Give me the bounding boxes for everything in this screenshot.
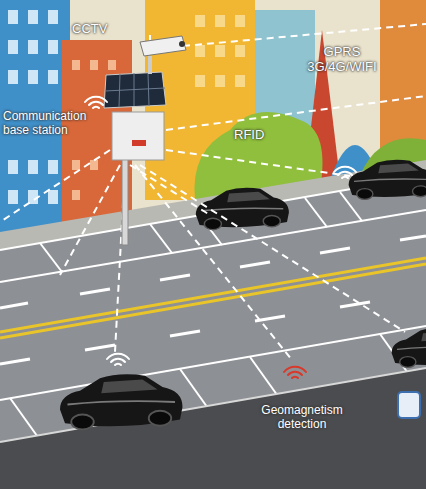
- solar-panel: [104, 72, 166, 108]
- wifi-icon: [334, 167, 356, 178]
- car: [392, 328, 426, 368]
- road: [0, 176, 426, 489]
- curb: [0, 368, 426, 489]
- wifi-icon: [284, 367, 306, 378]
- sensor-icon: [398, 392, 420, 418]
- base-station: [112, 112, 164, 160]
- pole: [122, 150, 128, 245]
- label-text: Geomagnetism detection: [250, 404, 354, 432]
- label-text: RFID: [234, 128, 278, 143]
- label-text: GPRS 3G/4G/WIFI: [300, 45, 384, 75]
- wifi-icon: [85, 97, 107, 108]
- car: [60, 374, 183, 429]
- car: [196, 188, 289, 230]
- wifi-icon: [107, 354, 129, 365]
- label-text: CCTV: [72, 22, 122, 37]
- car: [349, 160, 426, 200]
- cctv-camera: [140, 36, 186, 56]
- label-text: Communication base station: [3, 110, 101, 138]
